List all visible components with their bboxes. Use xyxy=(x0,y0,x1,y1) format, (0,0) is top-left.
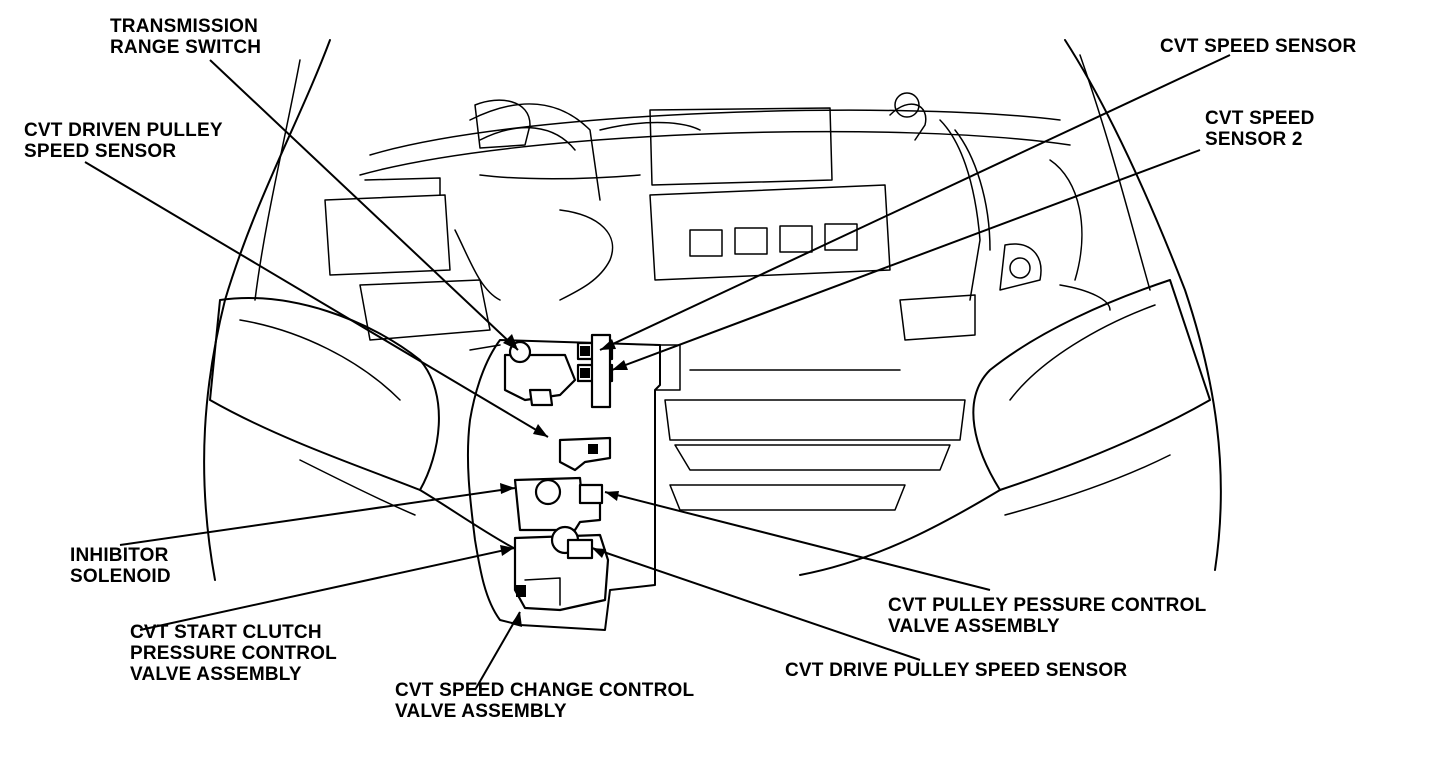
label-cvt-start-clutch-pcv: CVT START CLUTCH PRESSURE CONTROL VALVE … xyxy=(130,622,337,685)
label-line: VALVE ASSEMBLY xyxy=(395,701,567,722)
label-cvt-speed-change-cv: CVT SPEED CHANGE CONTROL VALVE ASSEMBLY xyxy=(395,680,694,722)
label-line: TRANSMISSION xyxy=(110,16,259,37)
label-cvt-speed-sensor-2: CVT SPEED SENSOR 2 xyxy=(1205,108,1315,150)
transmission-range-switch-part xyxy=(503,340,577,407)
label-line: INHIBITOR xyxy=(70,545,169,566)
label-line: VALVE ASSEMBLY xyxy=(130,664,302,685)
inhibitor-solenoid-part xyxy=(513,476,604,532)
label-line: SPEED SENSOR xyxy=(24,141,177,162)
driven-pulley-speed-sensor-part xyxy=(558,436,612,472)
label-line: PRESSURE CONTROL xyxy=(130,643,337,664)
label-line: CVT PULLEY PESSURE CONTROL xyxy=(888,595,1207,616)
label-line: CVT DRIVE PULLEY SPEED SENSOR xyxy=(785,660,1128,681)
label-cvt-speed-sensor: CVT SPEED SENSOR xyxy=(1160,36,1356,57)
label-line: SOLENOID xyxy=(70,566,171,587)
label-line: CVT START CLUTCH xyxy=(130,622,322,643)
label-cvt-drive-pulley-speed-sensor: CVT DRIVE PULLEY SPEED SENSOR xyxy=(785,660,1127,681)
label-cvt-driven-pulley-speed-sensor: CVT DRIVEN PULLEY SPEED SENSOR xyxy=(24,120,223,162)
leader-lines xyxy=(84,54,1231,691)
car-body-outline xyxy=(203,39,1222,581)
valve-assembly-part xyxy=(513,525,610,612)
label-line: VALVE ASSEMBLY xyxy=(888,616,1060,637)
leader-arrowheads xyxy=(500,334,628,627)
cvt-speed-sensors-part xyxy=(576,333,614,409)
label-line: CVT SPEED CHANGE CONTROL xyxy=(395,680,695,701)
label-inhibitor-solenoid: INHIBITOR SOLENOID xyxy=(70,545,171,587)
label-line: SENSOR 2 xyxy=(1205,129,1303,150)
label-transmission-range-switch: TRANSMISSION RANGE SWITCH xyxy=(110,16,261,58)
label-line: RANGE SWITCH xyxy=(110,37,262,58)
label-line: CVT SPEED xyxy=(1205,108,1315,129)
label-cvt-pulley-pressure-cv: CVT PULLEY PESSURE CONTROL VALVE ASSEMBL… xyxy=(888,595,1206,637)
label-line: CVT DRIVEN PULLEY xyxy=(24,120,223,141)
engine-components xyxy=(324,92,1111,631)
label-line: CVT SPEED SENSOR xyxy=(1160,36,1357,57)
